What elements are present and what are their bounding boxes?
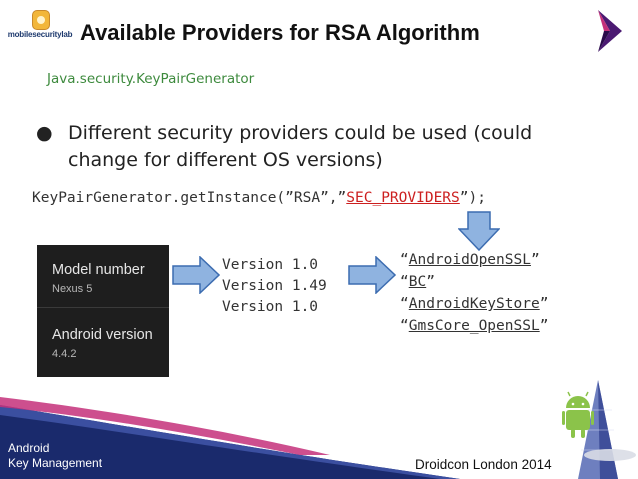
quote-open: “ <box>400 296 409 312</box>
bullet-text: Different security providers could be us… <box>68 122 533 171</box>
app-logo-icon: mobilesecuritylab <box>5 10 75 46</box>
divider <box>37 307 169 308</box>
android-robot-icon <box>562 380 636 479</box>
bullet-icon: ● <box>36 122 53 144</box>
quote-open: “ <box>400 252 409 268</box>
provider-list: “AndroidOpenSSL” “BC” “AndroidKeyStore” … <box>400 249 548 337</box>
version-item: Version 1.0 <box>222 257 319 273</box>
provider-item: “AndroidKeyStore” <box>400 293 548 315</box>
code-snippet: KeyPairGenerator.getInstance(”RSA”,”SEC_… <box>32 190 486 206</box>
provider-name: AndroidKeyStore <box>408 296 540 312</box>
chevron-arrow-icon <box>598 10 622 52</box>
down-arrow-icon <box>458 211 500 251</box>
provider-item: “GmsCore_OpenSSL” <box>400 315 548 337</box>
code-suffix: ”); <box>459 190 486 206</box>
right-arrow-icon <box>172 256 220 294</box>
quote-close: ” <box>530 252 540 268</box>
provider-name: BC <box>408 274 427 290</box>
provider-item: “AndroidOpenSSL” <box>400 249 548 271</box>
model-number-value: Nexus 5 <box>52 283 93 295</box>
footer-wave <box>0 397 460 479</box>
android-version-label: Android version <box>52 327 153 343</box>
quote-close: ” <box>539 296 549 312</box>
code-highlight: SEC_PROVIDERS <box>346 190 460 206</box>
logo-text: mobilesecuritylab <box>7 30 73 39</box>
right-arrow-icon <box>348 256 396 294</box>
device-info-panel: Model number Nexus 5 Android version 4.4… <box>37 245 169 377</box>
footer-line: Key Management <box>8 456 103 470</box>
quote-open: “ <box>400 274 409 290</box>
version-item: Version 1.0 <box>222 299 319 315</box>
footer-left-text: Android Key Management <box>8 441 102 471</box>
logo-lock-mark <box>32 10 50 30</box>
slide-title: Available Providers for RSA Algorithm <box>80 20 480 45</box>
quote-close: ” <box>539 318 549 334</box>
version-item: Version 1.49 <box>222 278 327 294</box>
version-list: Version 1.0 Version 1.49 Version 1.0 <box>222 255 327 318</box>
quote-open: “ <box>400 318 409 334</box>
quote-close: ” <box>426 274 435 290</box>
android-version-value: 4.4.2 <box>52 348 77 360</box>
provider-name: GmsCore_OpenSSL <box>408 318 540 334</box>
subtitle: Java.security.KeyPairGenerator <box>47 71 255 87</box>
footer-right-text: Droidcon London 2014 <box>415 457 552 472</box>
code-prefix: KeyPairGenerator.getInstance(”RSA”,” <box>32 190 347 206</box>
model-number-label: Model number <box>52 262 145 278</box>
provider-item: “BC” <box>400 271 548 293</box>
footer-line: Android <box>8 441 50 455</box>
provider-name: AndroidOpenSSL <box>408 252 531 268</box>
